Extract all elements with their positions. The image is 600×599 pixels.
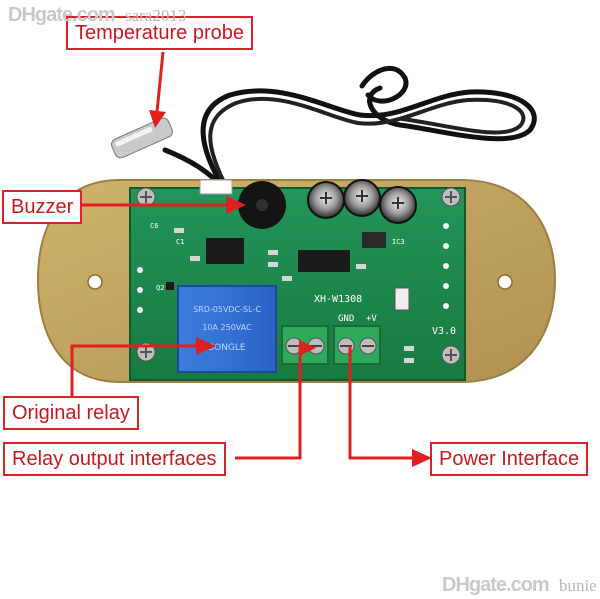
- silk-c1: C1: [176, 238, 184, 246]
- silk-vplus: +V: [366, 314, 377, 324]
- silk-model: XH-W1308: [314, 294, 362, 305]
- mount-hole-right: [497, 274, 513, 290]
- relay-terminal-block: [281, 325, 329, 365]
- watermark-bottom: DHgate.com bunie: [442, 574, 597, 597]
- silk-c6: C6: [150, 222, 158, 230]
- watermark-top-brand: DHgate.com: [8, 4, 116, 26]
- silk-q2: Q2: [156, 284, 164, 292]
- silk-ic3: IC3: [392, 238, 405, 246]
- watermark-bottom-seller: bunie: [558, 576, 597, 595]
- mount-hole-left: [87, 274, 103, 290]
- corner-screws: [136, 187, 461, 365]
- callout-original-relay: Original relay: [3, 396, 139, 430]
- power-terminal-block: [333, 325, 381, 365]
- fuse-component: [394, 287, 410, 311]
- main-ic: [206, 238, 244, 264]
- probe-connector: [199, 179, 233, 195]
- svg-text:SONGLE: SONGLE: [208, 343, 246, 353]
- svg-text:SRD-05VDC-SL-C: SRD-05VDC-SL-C: [193, 305, 261, 314]
- callout-temperature-probe: Temperature probe: [66, 16, 253, 50]
- silk-version: V3.0: [432, 326, 456, 337]
- header-pins: [137, 223, 449, 313]
- smd-components: [166, 228, 414, 363]
- callout-power-interface: Power Interface: [430, 442, 589, 476]
- watermark-bottom-brand: DHgate.com: [442, 574, 550, 596]
- watermark-top: DHgate.com sara2013: [8, 4, 186, 27]
- callout-relay-output-interfaces: Relay output interfaces: [3, 442, 226, 476]
- callout-buzzer: Buzzer: [2, 190, 83, 224]
- relay-component: SRD-05VDC-SL-C 10A 250VAC SONGLE: [177, 285, 277, 373]
- probe-tip: [111, 117, 173, 159]
- buzzer-component: [238, 181, 286, 229]
- regulator-ic: [362, 232, 386, 248]
- svg-text:10A 250VAC: 10A 250VAC: [202, 323, 252, 332]
- silk-gnd: GND: [338, 314, 354, 324]
- capacitors: [307, 179, 417, 224]
- watermark-top-seller: sara2013: [124, 6, 187, 25]
- driver-ic: [298, 250, 350, 272]
- probe-cable: [162, 66, 537, 193]
- annotation-arrows: [70, 51, 432, 467]
